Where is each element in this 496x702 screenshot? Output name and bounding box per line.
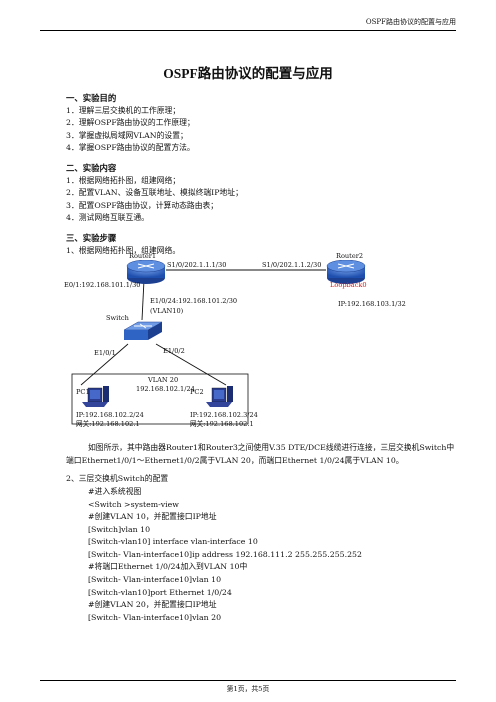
switch-icon	[123, 321, 163, 341]
router2-icon	[326, 260, 366, 285]
switch-vlan-label: (VLAN10)	[150, 307, 184, 316]
r2-ip-label: IP:192.168.103.1/32	[338, 300, 406, 309]
switch-port-label: E1/0/24:192.168.101.2/30	[150, 297, 238, 306]
vlan-subnet-label: 192.168.102.1/24	[136, 385, 195, 394]
pc2-gateway-label: 网关:192.168.102.1	[190, 420, 254, 429]
page-footer: 第1页，共5页	[40, 680, 456, 693]
step2-heading: 2、三层交换机Switch的配置	[66, 474, 169, 484]
pc2-ip-label: IP:192.168.102.3/24	[190, 411, 258, 420]
code-line: [Switch- Vlan-interface10]ip address 192…	[88, 549, 362, 559]
router2-label: Router2	[336, 252, 364, 261]
pc1-ip-label: IP:192.168.102.2/24	[76, 411, 144, 420]
code-line: [Switch]vlan 10	[88, 524, 151, 534]
code-line: #将端口Ethernet 1/0/24加入到VLAN 10中	[88, 562, 248, 572]
r1-switch-link	[141, 280, 145, 321]
header-title: OSPF路由协议的配置与应用	[365, 18, 456, 26]
code-line: [Switch- Vlan-interface10]vlan 20	[88, 612, 222, 622]
list-item: 1．根据网络拓扑图，组建网络；	[66, 175, 181, 185]
page-header: OSPF路由协议的配置与应用	[40, 6, 456, 31]
link-r1-label: S1/0/202.1.1.1/30	[167, 261, 227, 270]
switch-e1-label: E1/0/1	[94, 349, 116, 358]
list-item: 1．理解三层交换机的工作原理；	[66, 105, 181, 115]
section-heading-purpose: 一、实验目的	[66, 93, 117, 103]
switch-pc1-link	[80, 343, 129, 386]
pc1-icon	[82, 386, 109, 408]
topology-drawing	[71, 260, 366, 425]
switch-label: Switch	[106, 314, 129, 323]
list-item: 4．测试网络互联互通。	[66, 213, 149, 223]
code-line: #进入系统视图	[88, 486, 142, 496]
section-heading-steps: 三、实验步骤	[66, 232, 117, 243]
code-line: [Switch-vlan10]port Ethernet 1/0/24	[88, 587, 232, 597]
list-item: 2．理解OSPF路由协议的工作原理；	[66, 118, 195, 128]
code-line: [Switch-vlan10] interface vlan-interface…	[88, 537, 258, 547]
code-line: #创建VLAN 10，并配置接口IP地址	[88, 512, 217, 522]
section-heading-content: 二、实验内容	[66, 162, 117, 173]
code-line: [Switch- Vlan-interface10]vlan 10	[88, 575, 222, 585]
list-item: 3．配置OSPF路由协议，计算动态路由表；	[66, 200, 219, 210]
network-topology-diagram: Router1 Router2 S1/0/202.1.1.1/30 S1/0/2…	[64, 252, 456, 442]
list-item: 3．掌握虚拟局域网VLAN的设置；	[66, 130, 188, 140]
vlan-name-label: VLAN 20	[148, 376, 179, 385]
document-body: 一、实验目的 1．理解三层交换机的工作原理； 2．理解OSPF路由协议的工作原理…	[64, 92, 456, 624]
list-item: 1、根据网络拓扑图，组建网络。	[66, 245, 181, 255]
r1-e0-label: E0/1:192.168.101.1/30	[64, 281, 141, 290]
pc1-gateway-label: 网关:192.168.102.1	[76, 420, 140, 429]
loopback-label: Loopback0	[330, 281, 367, 290]
vlan-box	[71, 373, 249, 425]
pc2-icon	[206, 386, 233, 408]
list-item: 4．掌握OSPF路由协议的配置方法。	[66, 143, 195, 153]
topology-description: 如图所示，其中路由器Router1和Router3之间使用V.35 DTE/DC…	[66, 443, 455, 465]
link-r2-label: S1/0/202.1.1.2/30	[262, 261, 322, 270]
router1-icon	[126, 260, 166, 285]
pc1-label: PC1	[76, 388, 90, 397]
switch-pc2-link	[155, 343, 227, 386]
code-line: <Switch >system-view	[88, 499, 179, 509]
code-line: #创建VLAN 20，并配置接口IP地址	[88, 600, 217, 610]
router1-label: Router1	[129, 252, 157, 261]
list-item: 2．配置VLAN、设备互联地址、模拟终端IP地址；	[66, 188, 243, 198]
document-title: OSPF路由协议的配置与应用	[163, 66, 333, 81]
switch-e2-label: E1/0/2	[163, 347, 185, 356]
pc2-label: PC2	[190, 388, 204, 397]
